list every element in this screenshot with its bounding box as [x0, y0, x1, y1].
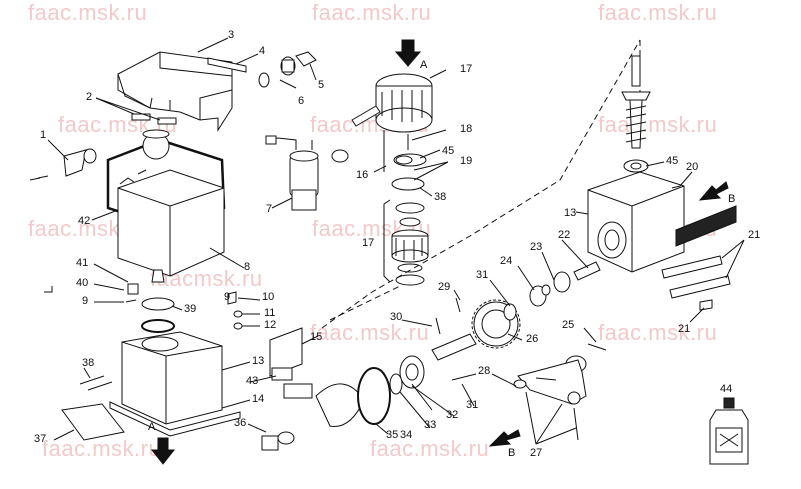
- part-label: 2: [86, 91, 93, 103]
- part-label: 41: [76, 257, 89, 269]
- watermark: faac.msk.ru: [370, 436, 490, 461]
- arrow-b-bottom: [488, 429, 521, 447]
- part-label: 3: [228, 29, 235, 41]
- part-label: 13: [252, 355, 265, 367]
- part-label: 20: [686, 161, 699, 173]
- watermark: faac.msk.ru: [312, 0, 432, 25]
- part-label: 31: [466, 399, 479, 411]
- watermark: faac.msk.ru: [42, 436, 162, 461]
- release-lever: [517, 359, 587, 405]
- part-label: 15: [310, 331, 323, 343]
- rotor: [391, 229, 429, 263]
- control-box: [106, 129, 226, 277]
- part-label: 21: [748, 229, 761, 241]
- part-label: 9: [224, 291, 231, 303]
- motor-stator: [375, 73, 433, 133]
- gear-housing: [587, 171, 685, 273]
- key-cylinder: [280, 51, 317, 76]
- part-label: 1: [40, 129, 47, 141]
- part-label: 33: [424, 419, 437, 431]
- part-label: 19: [460, 155, 473, 167]
- part-label: 25: [562, 319, 575, 331]
- worm-shaft: [621, 55, 651, 149]
- part-label: 18: [460, 123, 473, 135]
- part-label: 38: [82, 357, 95, 369]
- part-label: 26: [526, 333, 539, 345]
- part-label: 27: [530, 447, 543, 459]
- watermark: faac.msk.ru: [28, 0, 148, 25]
- part-label: 11: [264, 307, 276, 319]
- part-label: 24: [500, 255, 513, 267]
- part-label: 5: [318, 79, 325, 91]
- part-label: 17: [460, 63, 473, 75]
- part-label: 10: [262, 291, 275, 303]
- part-label: 9: [82, 295, 89, 307]
- part-label: 7: [266, 203, 273, 215]
- part-label: 35: [386, 429, 399, 441]
- part-label: 40: [76, 277, 89, 289]
- part-label: 32: [446, 409, 459, 421]
- arrow-label-a: A: [148, 421, 156, 433]
- motor-housing: [109, 331, 241, 437]
- watermark: faac.msk.ru: [598, 320, 718, 345]
- part-label: 45: [666, 155, 679, 167]
- watermark: faac.msk.ru: [598, 0, 718, 25]
- part-label: 13: [564, 207, 577, 219]
- part-label: 29: [438, 281, 451, 293]
- part-label: 43: [246, 375, 259, 387]
- part-label: 6: [298, 95, 305, 107]
- oil-bottle: [709, 397, 749, 465]
- part-label: 36: [234, 417, 247, 429]
- part-label: 21: [678, 323, 691, 335]
- arrow-b-right: [698, 181, 729, 201]
- part-label: 34: [400, 429, 413, 441]
- capacitor: [265, 135, 319, 211]
- part-label: 38: [434, 191, 447, 203]
- part-label: 14: [252, 393, 265, 405]
- watermark: faac.msk.ru: [598, 112, 718, 137]
- part-label: 4: [259, 45, 266, 57]
- arrow-label-a: A: [420, 59, 428, 71]
- arrow-label-b: B: [508, 447, 516, 459]
- part-label: 30: [390, 311, 403, 323]
- part-label: 23: [530, 241, 543, 253]
- part-label: 16: [356, 169, 369, 181]
- part-label: 12: [264, 319, 277, 331]
- part-label: 42: [78, 215, 91, 227]
- arrow-a-top: [394, 39, 422, 67]
- part-label: 37: [34, 433, 47, 445]
- part-label: 8: [244, 261, 251, 273]
- watermark: faac.msk.ru: [310, 320, 430, 345]
- part-label: 44: [720, 383, 733, 395]
- arrow-label-b: B: [728, 193, 736, 205]
- part-label: 22: [558, 229, 571, 241]
- part-label: 28: [478, 365, 491, 377]
- part-label: 39: [184, 303, 197, 315]
- part-label: 45: [442, 145, 455, 157]
- arrow-a-bottom: [150, 437, 176, 465]
- part-label: 31: [476, 269, 489, 281]
- part-label: 17: [362, 237, 375, 249]
